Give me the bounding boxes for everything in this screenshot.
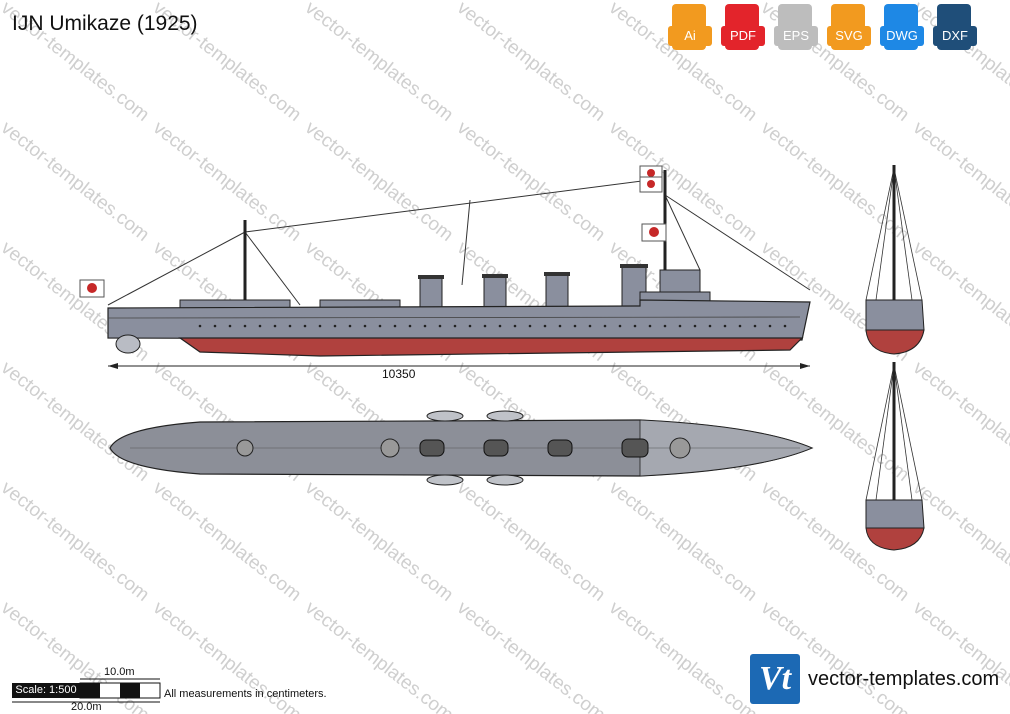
porthole [528, 324, 532, 328]
porthole [513, 324, 517, 328]
measurement-note: All measurements in centimeters. [164, 688, 327, 700]
format-button-dwg[interactable]: DWG [880, 4, 924, 52]
porthole [423, 324, 427, 328]
brand-url[interactable]: vector-templates.com [808, 667, 1000, 690]
scale-bar [12, 678, 161, 703]
porthole [708, 324, 712, 328]
porthole [453, 324, 457, 328]
porthole [318, 324, 322, 328]
porthole [738, 324, 742, 328]
porthole [558, 324, 562, 328]
flag-mast-icon [639, 165, 663, 193]
porthole [663, 324, 667, 328]
side-view [79, 165, 811, 369]
porthole [243, 324, 247, 328]
brand[interactable]: Vt vector-templates.com [750, 654, 999, 704]
porthole [768, 324, 772, 328]
top-view [109, 410, 814, 486]
format-button-svg[interactable]: SVG [827, 4, 871, 52]
flag-stern-icon [79, 279, 105, 298]
format-button-eps[interactable]: EPS [774, 4, 818, 52]
porthole [333, 324, 337, 328]
porthole [408, 324, 412, 328]
porthole [633, 324, 637, 328]
porthole [573, 324, 577, 328]
porthole [228, 324, 232, 328]
porthole [378, 324, 382, 328]
porthole [648, 324, 652, 328]
format-label: PDF [721, 26, 765, 46]
brand-logo-icon: Vt [750, 654, 800, 704]
porthole [783, 324, 787, 328]
format-label: EPS [774, 26, 818, 46]
porthole [393, 324, 397, 328]
porthole [288, 324, 292, 328]
porthole [483, 324, 487, 328]
scale-label: Scale: 1:500 [12, 683, 80, 698]
porthole [348, 324, 352, 328]
porthole [198, 324, 202, 328]
format-label: Ai [668, 26, 712, 46]
porthole [753, 324, 757, 328]
scale-full-label: 20.0m [71, 701, 102, 713]
porthole [273, 324, 277, 328]
page-title: IJN Umikaze (1925) [12, 12, 198, 35]
format-button-dxf[interactable]: DXF [933, 4, 977, 52]
porthole [693, 324, 697, 328]
porthole [363, 324, 367, 328]
porthole [588, 324, 592, 328]
format-button-pdf[interactable]: PDF [721, 4, 765, 52]
porthole [258, 324, 262, 328]
format-label: SVG [827, 26, 871, 46]
porthole [618, 324, 622, 328]
porthole [498, 324, 502, 328]
porthole [678, 324, 682, 328]
format-label: DXF [933, 26, 977, 46]
porthole [723, 324, 727, 328]
format-buttons: Ai PDF EPS SVG DWG DXF [668, 4, 977, 52]
porthole [543, 324, 547, 328]
porthole [303, 324, 307, 328]
front-view [865, 165, 925, 355]
scale-major-label: 10.0m [104, 666, 135, 678]
porthole [468, 324, 472, 328]
flag-bow-icon [641, 223, 667, 242]
porthole [213, 324, 217, 328]
porthole [438, 324, 442, 328]
format-button-ai[interactable]: Ai [668, 4, 712, 52]
format-label: DWG [880, 26, 924, 46]
rear-view [865, 362, 925, 551]
porthole [603, 324, 607, 328]
length-dimension: 10350 [382, 367, 416, 381]
